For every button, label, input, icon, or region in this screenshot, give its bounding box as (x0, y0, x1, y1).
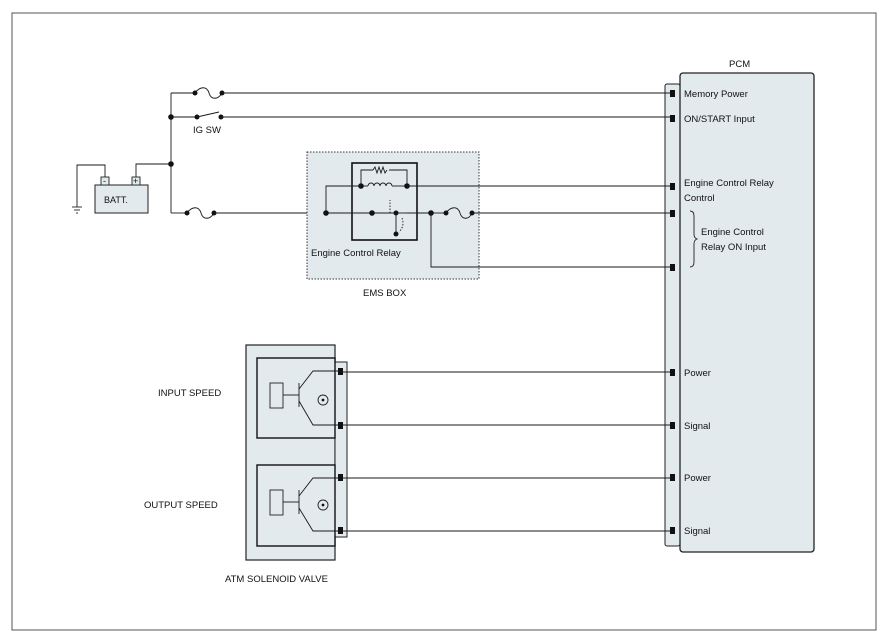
ground-icon (72, 206, 82, 214)
pcm-pins (670, 90, 675, 534)
ig-sw-label: IG SW (193, 125, 221, 136)
ecr-control-label-line2: Control (684, 193, 715, 204)
ecr-on-input-label-line2: Relay ON Input (701, 242, 766, 253)
ems-box-label: EMS BOX (363, 288, 407, 299)
battery-positive-wire (135, 163, 171, 177)
ecr-on-input-wire-2 (430, 213, 670, 268)
sensor-icon (317, 394, 329, 406)
ground-wire (76, 164, 106, 207)
signal-label-2: Signal (684, 526, 710, 537)
on-start-input-label: ON/START Input (684, 114, 755, 125)
battery-minus: - (103, 176, 106, 186)
output-speed-sensor: OUTPUT SPEED (144, 464, 341, 547)
output-speed-label: OUTPUT SPEED (144, 500, 218, 511)
curly-brace (689, 210, 699, 268)
ignition-switch-icon (196, 111, 220, 118)
ems-box: EMS BOX (306, 151, 480, 299)
signal-label-1: Signal (684, 421, 710, 432)
engine-control-relay-label: Engine Control Relay (311, 248, 401, 259)
pcm-title: PCM (729, 59, 750, 70)
atm-solenoid-valve-label: ATM SOLENOID VALVE (225, 574, 328, 585)
power-label-2: Power (684, 473, 711, 484)
diagram-border (11, 12, 877, 631)
fuse-icon (445, 207, 473, 219)
engine-control-relay: Engine Control Relay (311, 162, 418, 259)
input-speed-label: INPUT SPEED (158, 388, 221, 399)
power-label-1: Power (684, 368, 711, 379)
ecr-control-label-line1: Engine Control Relay (684, 178, 774, 189)
ecr-on-input-label-line1: Engine Control (701, 227, 764, 238)
input-speed-sensor: INPUT SPEED (158, 357, 341, 439)
battery-label: BATT. (104, 195, 128, 205)
fuse-icon (194, 87, 223, 99)
fuse-icon (186, 207, 215, 219)
battery-plus: + (133, 176, 138, 186)
battery: - + BATT. (94, 176, 149, 214)
sensor-icon (317, 499, 329, 511)
coil-icon (367, 182, 393, 187)
resistor-icon (372, 165, 388, 175)
pcm-module: PCM (664, 59, 815, 553)
memory-power-label: Memory Power (684, 89, 748, 100)
